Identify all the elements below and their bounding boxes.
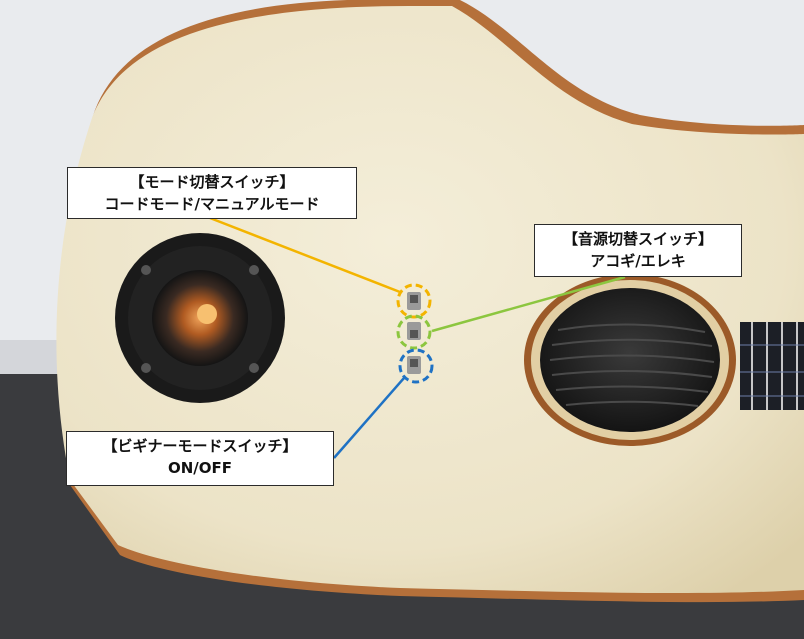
- source-switch[interactable]: [407, 322, 421, 340]
- beginner-switch-label: 【ビギナーモードスイッチ】 ON/OFF: [66, 431, 334, 486]
- mode-switch[interactable]: [407, 292, 421, 310]
- fretboard: [740, 322, 804, 410]
- source-switch-leader: [431, 275, 626, 333]
- sound-hole: [524, 274, 736, 446]
- beginner-switch-highlight-ring: [398, 348, 434, 384]
- source-switch-highlight-ring: [396, 314, 432, 350]
- source-switch-detail: アコギ/エレキ: [590, 252, 686, 270]
- source-switch-label: 【音源切替スイッチ】 アコギ/エレキ: [534, 224, 742, 277]
- mode-switch-title: 【モード切替スイッチ】: [129, 173, 295, 191]
- speaker: [115, 233, 285, 403]
- source-switch-title: 【音源切替スイッチ】: [562, 230, 713, 248]
- mode-switch-leader: [209, 216, 401, 294]
- beginner-switch[interactable]: [407, 356, 421, 374]
- beginner-switch-leader: [333, 377, 405, 459]
- beginner-switch-detail: ON/OFF: [167, 459, 233, 477]
- mode-switch-label: 【モード切替スイッチ】 コードモード/マニュアルモード: [67, 167, 357, 219]
- mode-switch-detail: コードモード/マニュアルモード: [104, 195, 320, 213]
- mode-switch-highlight-ring: [396, 283, 432, 319]
- beginner-switch-title: 【ビギナーモードスイッチ】: [102, 437, 298, 455]
